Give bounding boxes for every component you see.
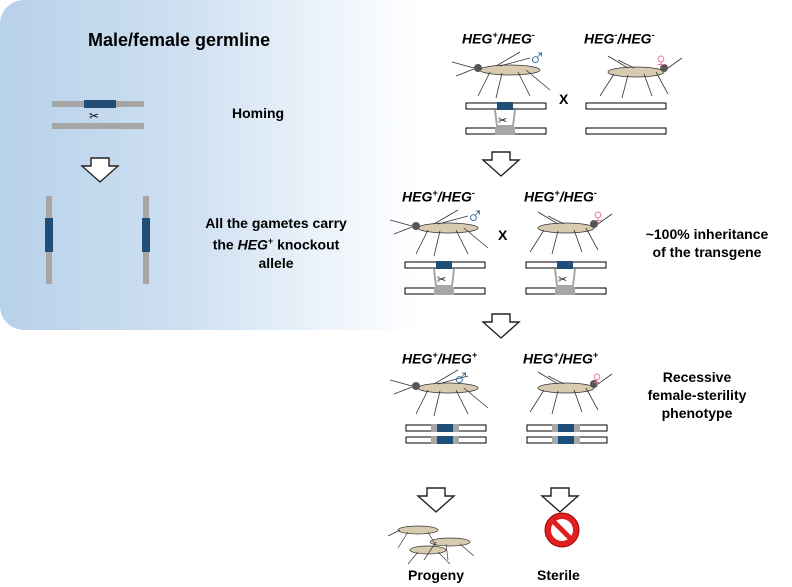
row2-female-chromosomes — [525, 261, 607, 295]
allele: HEG — [563, 188, 594, 205]
down-arrow-icon — [416, 487, 456, 513]
female-symbol-icon: ♀ — [589, 204, 607, 231]
down-arrow-icon — [540, 487, 580, 513]
mosquito-icon — [389, 209, 489, 257]
allele: HEG — [562, 350, 593, 367]
homing-chromosome-bottom — [52, 123, 144, 129]
scissors-icon: ✂ — [437, 274, 447, 286]
row2-male-chromosomes — [404, 261, 486, 295]
down-arrow-icon — [481, 313, 521, 339]
female-symbol-icon: ♀ — [652, 48, 670, 75]
male-symbol-icon: ♂ — [466, 202, 484, 229]
germline-title: Male/female germline — [88, 30, 271, 50]
gametes-label-line2: the HEG+ knockout — [186, 232, 366, 254]
allele: HEG — [441, 188, 472, 205]
allele-sup: - — [651, 30, 655, 40]
row1-male-chromosomes — [465, 102, 547, 135]
gamete-allele-left — [45, 218, 53, 252]
row2-note-line2: of the transgene — [652, 244, 762, 260]
down-arrow-icon — [481, 151, 521, 177]
allele-sup: + — [471, 350, 478, 360]
female-symbol-icon: ♀ — [588, 366, 606, 393]
allele-sup: + — [432, 350, 438, 360]
cross-symbol: X — [498, 227, 508, 243]
homing-allele — [84, 100, 116, 108]
allele-sup: - — [593, 188, 597, 198]
progeny-mosquitoes-icon — [387, 525, 475, 565]
row3-male-chromosomes — [405, 424, 487, 444]
allele-sup: - — [531, 30, 535, 40]
allele-sup: - — [614, 30, 618, 40]
row3-note-line3: phenotype — [661, 405, 733, 421]
cross-symbol: X — [559, 91, 569, 107]
allele: HEG — [402, 188, 433, 205]
allele-sup: + — [553, 350, 559, 360]
allele-sup: + — [592, 350, 599, 360]
allele-sup: + — [432, 188, 438, 198]
row3-female-genotype: HEG+/HEG+ — [523, 350, 599, 367]
row3-female-chromosomes — [526, 424, 608, 444]
homing-label: Homing — [232, 105, 285, 121]
gamete-allele-right — [142, 218, 150, 252]
gametes-heg: HEG — [237, 236, 268, 253]
row3-male-genotype: HEG+/HEG+ — [402, 350, 478, 367]
gametes-label-line1: All the gametes carry — [205, 215, 347, 231]
gametes-heg-sup: + — [267, 236, 274, 246]
row3-note: Recessive female-sterility phenotype — [622, 368, 772, 422]
sterile-stop-icon — [544, 512, 580, 548]
allele-sup: + — [492, 30, 498, 40]
gametes-label-line3: allele — [258, 254, 294, 271]
allele: HEG — [621, 30, 652, 47]
scissors-icon: ✂ — [558, 274, 568, 286]
allele-sup: + — [554, 188, 560, 198]
scissors-icon: ✂ — [498, 115, 508, 127]
germline-panel — [0, 0, 420, 330]
allele: HEG — [402, 350, 433, 367]
progeny-label: Progeny — [408, 567, 465, 583]
down-arrow-icon — [80, 157, 120, 183]
gametes-label: All the gametes carry the HEG+ knockout … — [186, 214, 366, 272]
mosquito-icon — [529, 371, 613, 415]
allele: HEG — [523, 350, 554, 367]
row2-note: ~100% inheritance of the transgene — [632, 225, 782, 261]
gametes-the: the — [212, 236, 234, 253]
male-symbol-icon: ♂ — [452, 364, 470, 391]
mosquito-icon — [389, 369, 489, 417]
row2-note-line1: ~100% inheritance — [645, 226, 769, 242]
row3-note-line2: female-sterility — [647, 387, 747, 403]
sterile-label: Sterile — [537, 567, 580, 583]
mosquito-icon — [529, 211, 613, 255]
row2-female-genotype: HEG+/HEG- — [524, 188, 597, 205]
row1-male-genotype: HEG+/HEG- — [462, 30, 535, 47]
mosquito-icon — [599, 55, 683, 99]
row3-note-line1: Recessive — [662, 369, 732, 385]
male-symbol-icon: ♂ — [528, 44, 546, 71]
row1-female-genotype: HEG-/HEG- — [584, 30, 655, 47]
scissors-icon: ✂ — [89, 109, 100, 123]
allele: HEG — [501, 30, 532, 47]
allele-sup: - — [471, 188, 475, 198]
allele: HEG — [584, 30, 615, 47]
allele: HEG — [462, 30, 493, 47]
row1-female-chromosomes — [585, 102, 667, 135]
mosquito-icon — [451, 51, 551, 99]
allele: HEG — [441, 350, 472, 367]
row2-male-genotype: HEG+/HEG- — [402, 188, 475, 205]
gametes-knockout: knockout — [277, 236, 340, 253]
allele: HEG — [524, 188, 555, 205]
